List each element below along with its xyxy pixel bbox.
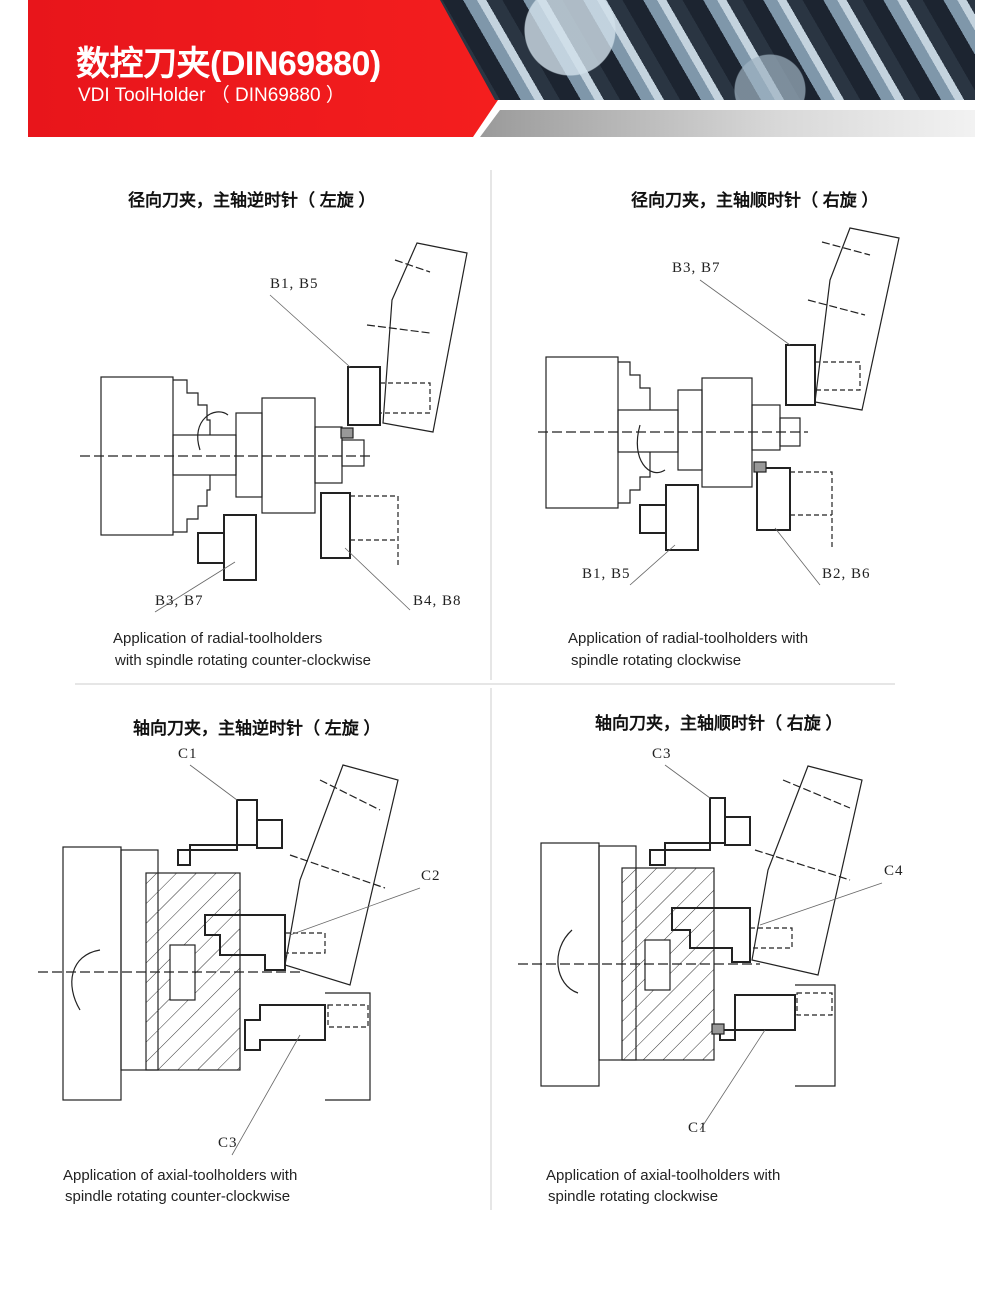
diagram-radial-ccw: [80, 242, 468, 613]
callout-label: B3, B7: [155, 593, 204, 609]
quadrant-title-axial-cw: 轴向刀夹，主轴顺时针（ 右旋 ）: [595, 714, 843, 733]
caption-line: spindle rotating clockwise: [548, 1188, 719, 1205]
callout-label: C3: [652, 746, 672, 762]
quadrant-title-radial-cw: 径向刀夹，主轴顺时针（ 右旋 ）: [631, 191, 879, 210]
diagram-axial-ccw: [38, 764, 421, 1156]
dividers: [75, 170, 895, 1210]
caption-line: Application of axial-toolholders with: [546, 1167, 781, 1184]
header-grey-bar: [480, 110, 975, 137]
caption-line: Application of radial-toolholders: [113, 630, 323, 647]
callout-label: C2: [421, 868, 441, 884]
callout-label: B2, B6: [822, 566, 871, 582]
header-banner: [28, 0, 498, 137]
caption-line: Application of radial-toolholders with: [568, 630, 809, 647]
caption-line: spindle rotating clockwise: [571, 652, 742, 669]
callout-label: B4, B8: [413, 593, 462, 609]
callout-label: C3: [218, 1135, 238, 1151]
callout-label: B3, B7: [672, 260, 721, 276]
callout-label: B1, B5: [582, 566, 631, 582]
caption-line: Application of axial-toolholders with: [63, 1167, 298, 1184]
callout-label: C4: [884, 863, 904, 879]
caption-line: with spindle rotating counter-clockwise: [115, 652, 371, 669]
callout-label: B1, B5: [270, 276, 319, 292]
callout-label: C1: [688, 1120, 708, 1136]
page-subtitle: VDI ToolHolder （ DIN69880 ）: [78, 85, 345, 106]
quadrant-title-radial-ccw: 径向刀夹，主轴逆时针（ 左旋 ）: [128, 191, 376, 210]
diagram-radial-cw: [538, 227, 900, 586]
quadrant-title-axial-ccw: 轴向刀夹，主轴逆时针（ 左旋 ）: [133, 719, 381, 738]
diagram-axial-cw: [518, 764, 883, 1131]
callout-label: C1: [178, 746, 198, 762]
gears-image: [440, 0, 975, 100]
caption-line: spindle rotating counter-clockwise: [65, 1188, 291, 1205]
page-title: 数控刀夹(DIN69880): [76, 45, 381, 83]
